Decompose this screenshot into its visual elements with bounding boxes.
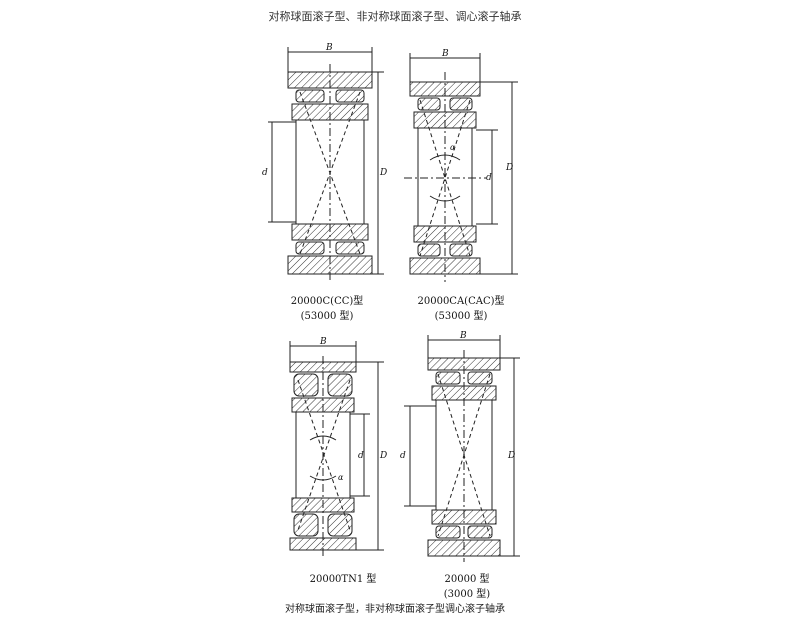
fig2-series-label: (53000 型) <box>434 311 488 322</box>
dim-d-1: d <box>262 168 268 178</box>
dim-d-4: d <box>400 451 406 461</box>
bottom-caption: 对称球面滚子型，非对称球面滚子型调心滚子轴承 <box>285 604 505 615</box>
dim-B-3: B <box>319 337 327 347</box>
dim-D-2: D <box>505 163 513 173</box>
page-title: 对称球面滚子型、非对称球面滚子型、调心滚子轴承 <box>268 10 522 23</box>
fig1-series-label: (53000 型) <box>300 311 354 322</box>
bearing-figure-4: B D d <box>400 331 520 562</box>
fig2-model-label: 20000CA(CAC)型 <box>417 296 505 307</box>
dim-d-2: d <box>486 173 492 183</box>
bearing-figure-3: B D d α <box>289 337 387 556</box>
fig3-model-label: 20000TN1 型 <box>309 574 377 585</box>
dim-D-4: D <box>507 451 515 461</box>
dim-B-2: B <box>441 49 449 59</box>
dim-D-3: D <box>379 451 387 461</box>
bearing-figure-1: B D d <box>262 43 387 282</box>
fig1-model-label: 20000C(CC)型 <box>290 296 364 307</box>
angle-3: α <box>338 473 344 482</box>
dim-D-1: D <box>379 168 387 178</box>
angle-2: α <box>450 143 456 152</box>
fig4-model-label: 20000 型 <box>444 574 490 585</box>
dim-B-4: B <box>459 331 467 341</box>
bearing-figure-2: B D d α <box>404 49 518 282</box>
dim-B-1: B <box>325 43 333 53</box>
dim-d-3: d <box>358 451 364 461</box>
fig4-series-label: (3000 型) <box>443 589 491 600</box>
